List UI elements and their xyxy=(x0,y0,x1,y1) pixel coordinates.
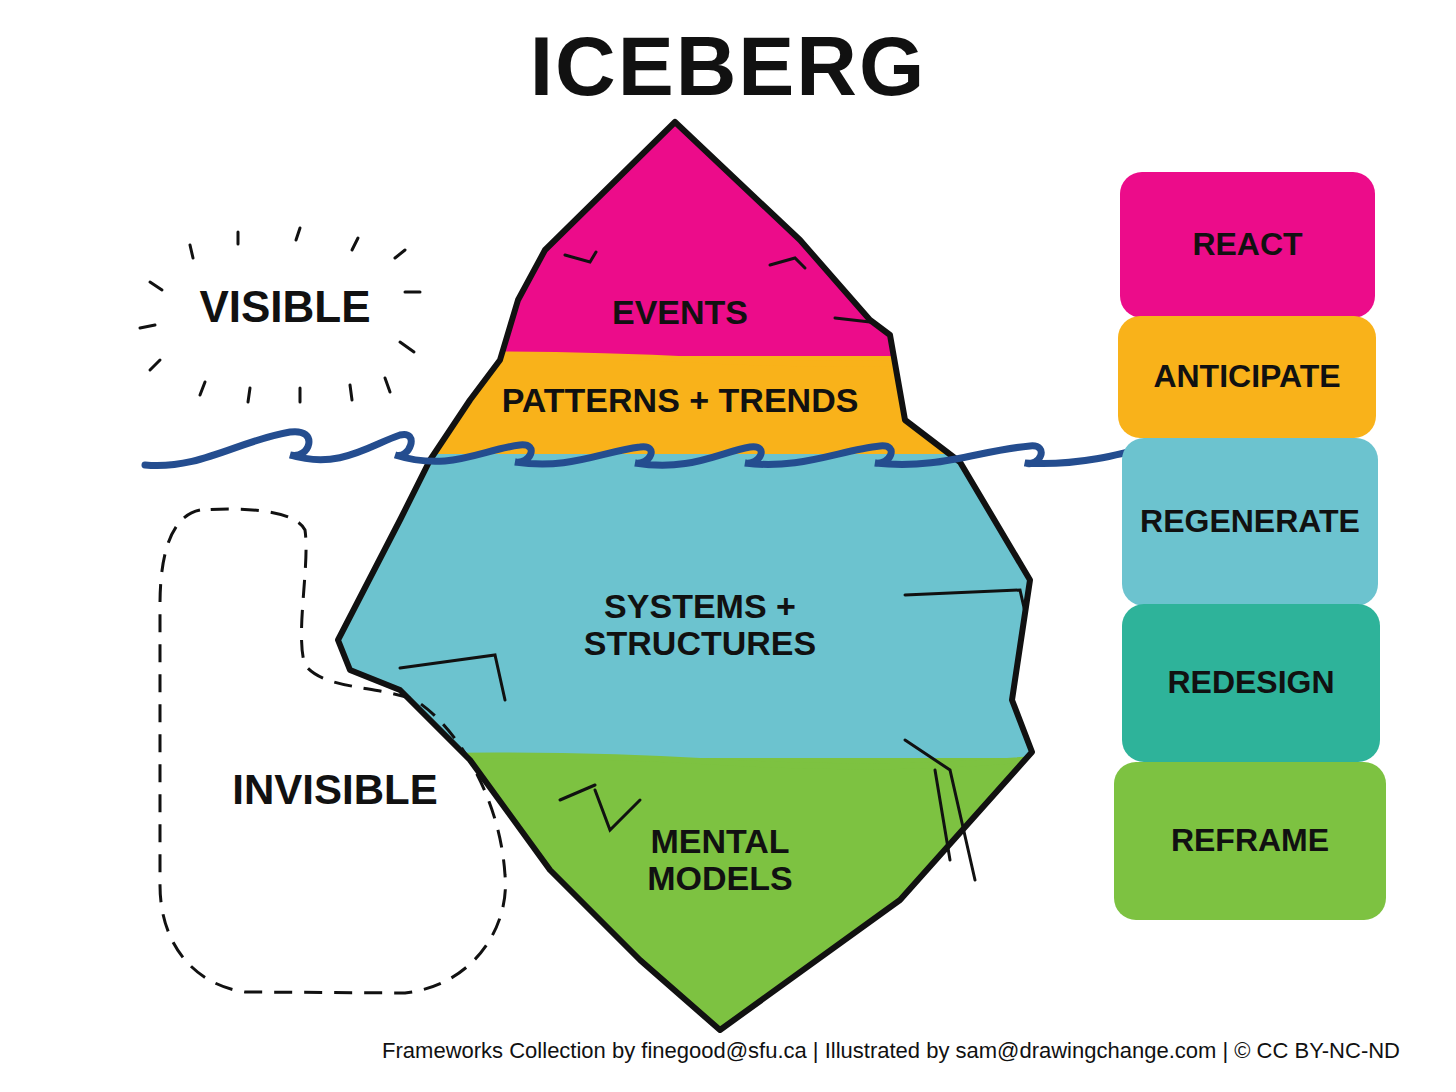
diagram-title: ICEBERG xyxy=(0,18,1456,115)
anticipate-box: ANTICIPATE xyxy=(1118,316,1376,438)
dashed-path xyxy=(160,509,505,993)
dashed-outline xyxy=(155,505,515,995)
node-texts: REACT xyxy=(1192,227,1302,262)
node-label: REFRAME xyxy=(1171,823,1329,858)
node-label: REDESIGN xyxy=(1167,665,1334,700)
node-label: REGENERATE xyxy=(1140,504,1360,539)
node-label: EVENTS xyxy=(612,294,748,331)
systems-band: SYSTEMS + STRUCTURES xyxy=(530,560,870,690)
node-label: SYSTEMS + STRUCTURES xyxy=(555,588,845,663)
iceberg-bands xyxy=(300,100,1100,1058)
iceberg-outline xyxy=(338,122,1032,1030)
node-texts: SYSTEMS + STRUCTURES xyxy=(555,588,845,663)
node-label: INVISIBLE xyxy=(232,767,437,813)
react-box: REACT xyxy=(1120,172,1375,318)
reframe-box: REFRAME xyxy=(1114,762,1386,920)
node-label: ANTICIPATE xyxy=(1153,359,1340,394)
node-texts: REGENERATE xyxy=(1140,504,1360,539)
mental-models-band: MENTAL MODELS xyxy=(580,800,860,920)
redesign-box: REDESIGN xyxy=(1122,604,1380,762)
node-texts: INVISIBLE xyxy=(232,767,437,813)
sun-rays xyxy=(140,228,420,402)
region-label: VISIBLE xyxy=(185,282,385,332)
invisible-region: INVISIBLE xyxy=(155,505,515,995)
patterns-band: PATTERNS + TRENDS xyxy=(430,366,930,436)
node-texts: PATTERNS + TRENDS xyxy=(502,382,859,419)
node-texts: ANTICIPATE xyxy=(1153,359,1340,394)
events-band: EVENTS xyxy=(560,280,800,346)
node-texts: EVENTS xyxy=(612,294,748,331)
node-label: PATTERNS + TRENDS xyxy=(502,382,859,419)
node-label: REACT xyxy=(1192,227,1302,262)
regenerate-box: REGENERATE xyxy=(1122,438,1378,606)
node-label: MENTAL MODELS xyxy=(615,823,825,898)
node-texts: REDESIGN xyxy=(1167,665,1334,700)
ice-cracks xyxy=(400,252,1025,880)
credit-caption: Frameworks Collection by finegood@sfu.ca… xyxy=(140,1038,1400,1064)
node-texts: REFRAME xyxy=(1171,823,1329,858)
node-texts: MENTAL MODELS xyxy=(615,823,825,898)
